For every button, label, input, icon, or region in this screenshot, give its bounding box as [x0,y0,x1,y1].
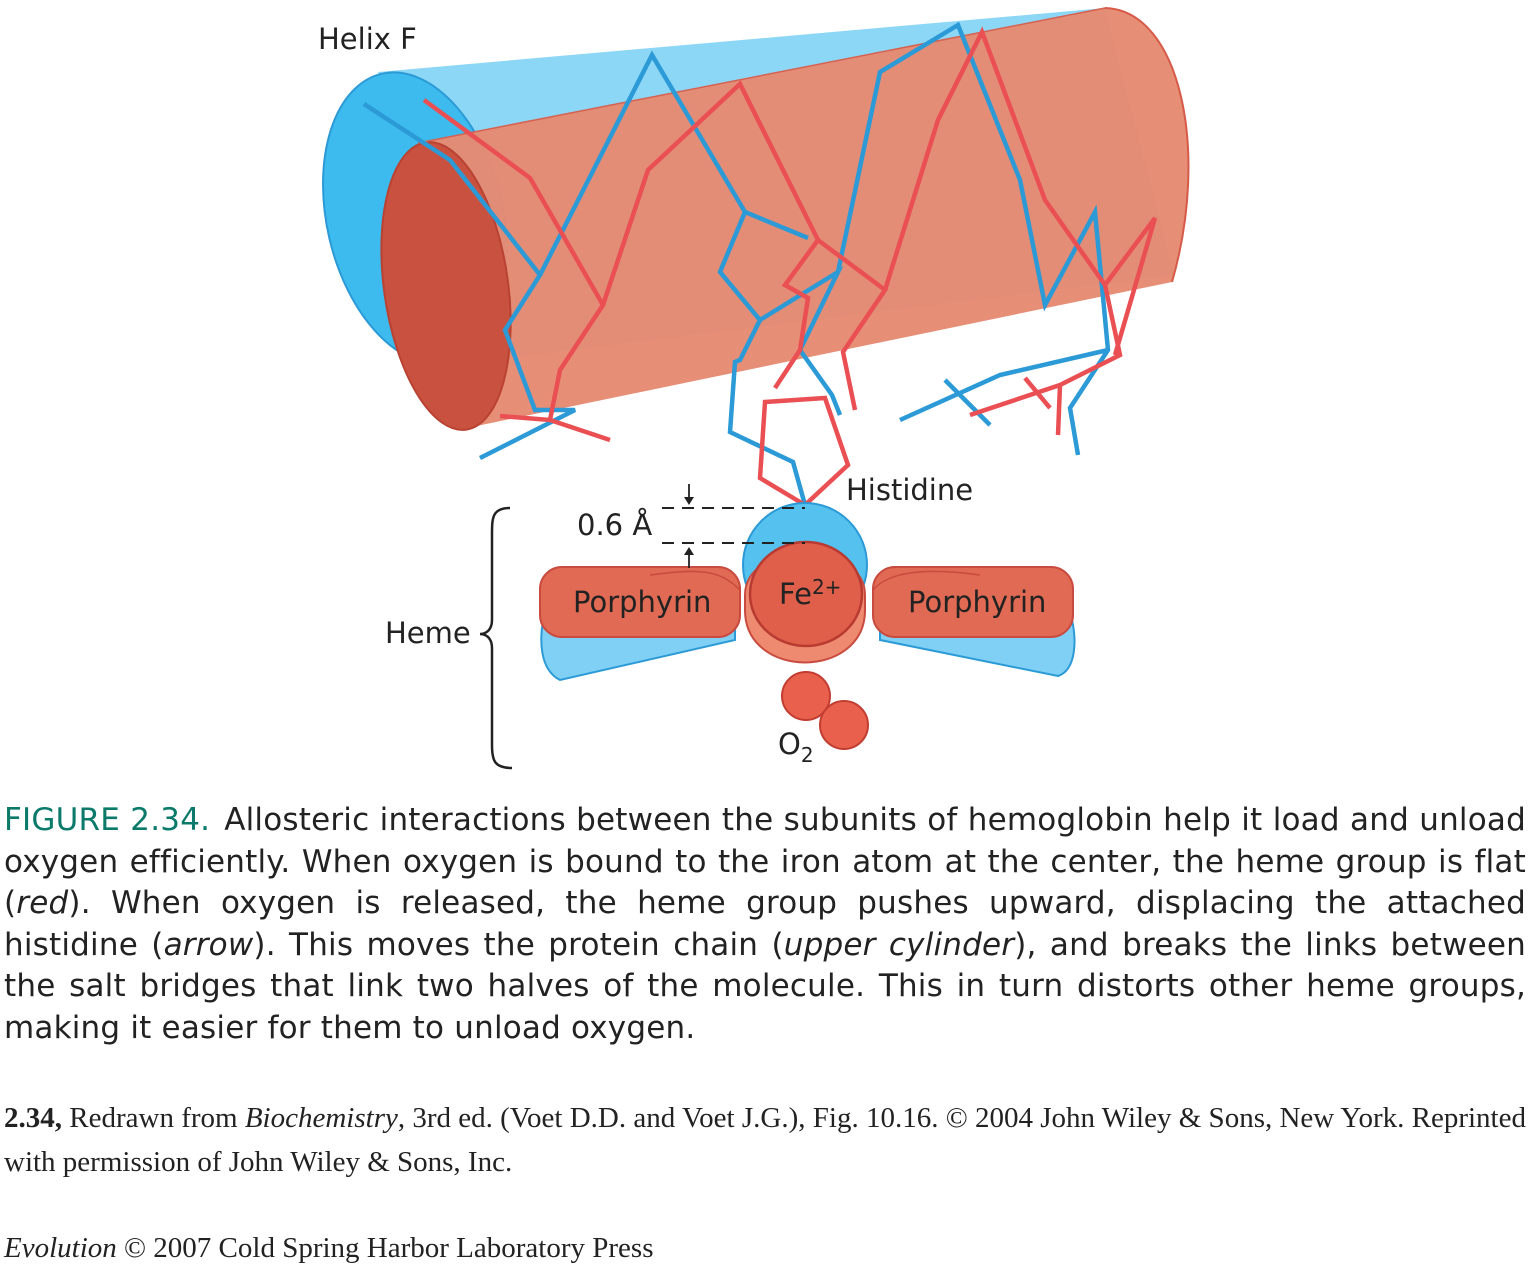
porphyrin-left-label: Porphyrin [573,585,711,619]
distance-label: 0.6 Å [577,508,652,542]
histidine-ring [757,395,851,508]
porphyrin-right-label: Porphyrin [908,585,1046,619]
oxygen-molecule [781,671,869,750]
oxygen-subscript: 2 [801,743,814,767]
protein-chain-red [422,98,606,423]
oxygen-label: O2 [778,727,814,767]
oxygen-symbol: O [778,727,801,761]
figure-number: FIGURE 2.34. [4,802,211,838]
caption-italic-1: red [16,885,69,921]
caption-italic-2: arrow [163,926,254,963]
copyright-line: Evolution © 2007 Cold Spring Harbor Labo… [4,1226,1526,1270]
caption-text-3: ). This moves the protein chain ( [253,926,784,963]
iron-symbol: Fe [779,577,812,611]
publisher: © 2007 Cold Spring Harbor Laboratory Pre… [116,1232,654,1264]
credit-ref-number: 2.34, [4,1102,62,1134]
credit-book: Biochemistry [244,1102,398,1134]
heme-brace [479,506,513,770]
displacement-indicator [662,484,805,568]
caption-text-1: Allosteric interactions between the subu… [4,802,1526,921]
book-title: Evolution [4,1232,117,1264]
protein-chain-blue [362,102,577,461]
heme-oxy [539,540,1074,664]
caption-text-4: ), and breaks the links between the salt… [4,926,1527,1046]
iron-label: Fe2+ [779,575,841,611]
helix-label: Helix F [318,22,417,56]
source-credit: 2.34, Redrawn from Biochemistry, 3rd ed.… [4,1096,1526,1184]
credit-text-1: Redrawn from [62,1102,245,1134]
caption-italic-3: upper cylinder [783,926,1015,963]
iron-charge: 2+ [812,575,841,599]
hemoglobin-diagram: Helix F Histidine 0.6 Å Heme Porphyrin P… [318,7,1190,770]
credit-text-2: , 3rd ed. (Voet D.D. and Voet J.G.), Fig… [4,1102,1526,1178]
figure-caption: FIGURE 2.34.Allosteric interactions betw… [4,800,1526,1049]
caption-text-2: ). When oxygen is released, the heme gro… [4,885,1526,963]
helix-cylinder-red [380,7,1190,431]
heme-label: Heme [385,616,471,650]
histidine-label: Histidine [846,473,973,507]
